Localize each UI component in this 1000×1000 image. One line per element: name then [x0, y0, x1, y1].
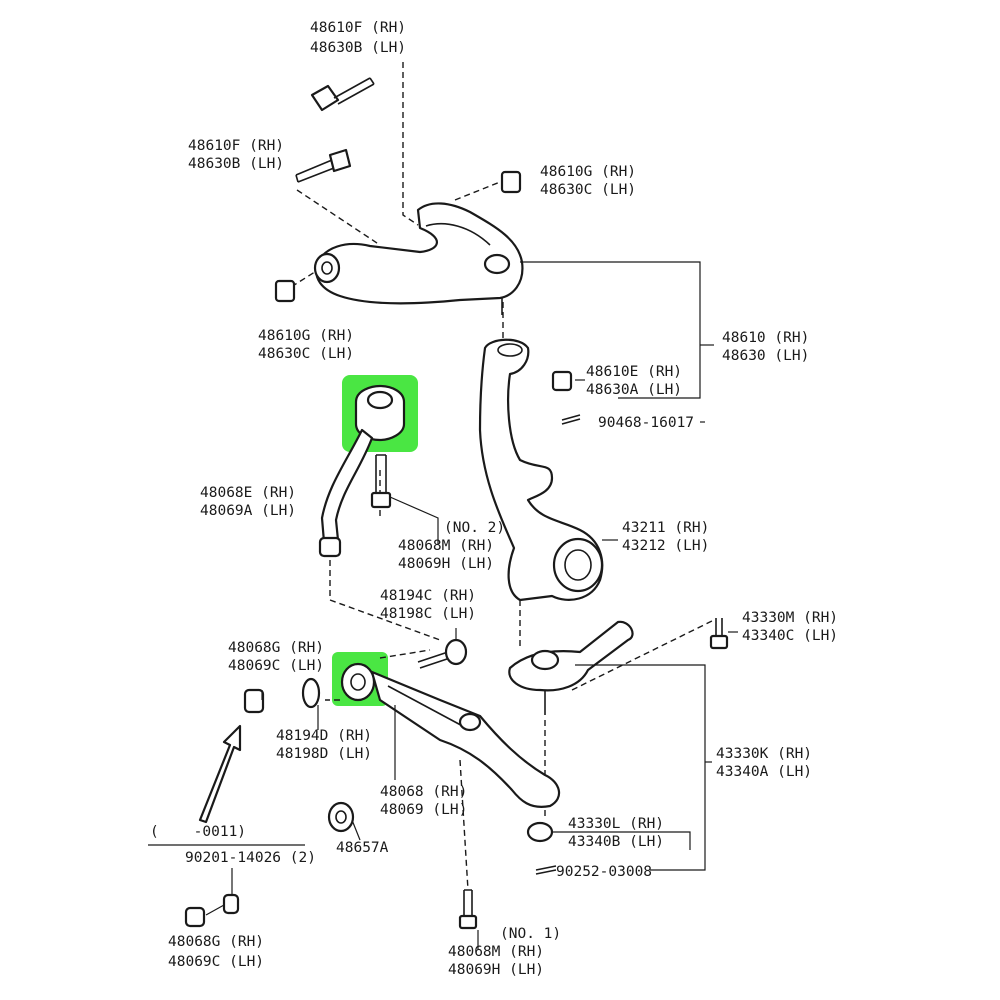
strut-rod	[318, 428, 374, 558]
label-castle-nut-lh: 48630A (LH)	[586, 382, 682, 398]
label-knuckle-lh: 43212 (LH)	[622, 538, 709, 554]
label-upper-nut-left-rh: 48610G (RH)	[258, 328, 354, 344]
label-bolt-no1-rh: 48068M (RH)	[448, 944, 544, 960]
label-cam-lh: 48198C (LH)	[380, 606, 476, 622]
label-lower-arm-lh: 48069 (LH)	[380, 802, 467, 818]
upper-control-arm	[313, 202, 524, 315]
label-nut-bottom-lh: 48069C (LH)	[168, 954, 264, 970]
lower-bushing-part	[340, 662, 376, 702]
cotter-pin-icon	[561, 414, 581, 425]
label-ball-joint-bolt-rh: 43330M (RH)	[742, 610, 838, 626]
steering-knuckle	[478, 338, 604, 602]
label-strut-rod-lh: 48069A (LH)	[200, 503, 296, 519]
label-cam-rh: 48194C (RH)	[380, 588, 476, 604]
label-bolt-no2-lh: 48069H (LH)	[398, 556, 494, 572]
upper-arm-bolt-top	[310, 77, 375, 112]
nut-bottom	[184, 906, 206, 928]
bushing-48657a-inner	[335, 810, 347, 824]
label-upper-nut-right-lh: 48630C (LH)	[540, 182, 636, 198]
label-ball-joint-bolt-lh: 43340C (LH)	[742, 628, 838, 644]
label-bj-pin: 90252-03008	[556, 864, 652, 880]
label-upper-arm-rh: 48610 (RH)	[722, 330, 809, 346]
label-bushing: 48657A	[336, 840, 389, 856]
label-nut-left-rh: 48068G (RH)	[228, 640, 324, 656]
label-upper-bolt-top-lh: 48630B (LH)	[310, 40, 406, 56]
label-upper-nut-left-lh: 48630C (LH)	[258, 346, 354, 362]
label-bolt-no2: (NO. 2)	[444, 520, 505, 536]
bolt-no1	[458, 889, 478, 930]
label-bolt-no1-lh: 48069H (LH)	[448, 962, 544, 978]
upper-arm-nut-right	[500, 170, 522, 194]
part-labels: 48610F (RH) 48630B (LH) 48610F (RH) 4863…	[150, 20, 838, 978]
forward-arrow-icon	[198, 724, 242, 824]
label-strut-rod-rh: 48068E (RH)	[200, 485, 296, 501]
label-upper-nut-right-rh: 48610G (RH)	[540, 164, 636, 180]
bolt-no2	[370, 454, 392, 509]
label-nut-left-lh: 48069C (LH)	[228, 658, 324, 674]
label-knuckle-rh: 43211 (RH)	[622, 520, 709, 536]
castle-nut	[551, 370, 573, 392]
label-bj-nut-lh: 43340B (LH)	[568, 834, 664, 850]
label-cotter-pin: 90468-16017	[598, 415, 694, 431]
label-bj-nut-rh: 43330L (RH)	[568, 816, 664, 832]
bushing-48657a	[327, 801, 355, 833]
leader-lines	[148, 261, 738, 950]
label-nut-bottom-rh: 48068G (RH)	[168, 934, 264, 950]
label-castle-nut-rh: 48610E (RH)	[586, 364, 682, 380]
bracket-washer	[222, 893, 240, 915]
nut-left	[243, 688, 265, 714]
label-lower-arm-rh: 48068 (RH)	[380, 784, 467, 800]
label-bracket-bolt: 90201-14026 (2)	[185, 850, 316, 866]
camber-cam-bolt	[417, 638, 468, 669]
ball-joint-nut	[526, 821, 554, 843]
upper-arm-nut-left	[274, 279, 296, 303]
cam-washer	[301, 677, 321, 709]
lower-control-arm	[370, 670, 561, 808]
label-upper-arm-lh: 48630 (LH)	[722, 348, 809, 364]
label-ball-joint-rh: 43330K (RH)	[716, 746, 812, 762]
label-applicability: ( -0011)	[150, 824, 246, 840]
label-washer-lh: 48198D (LH)	[276, 746, 372, 762]
label-bolt-no2-rh: 48068M (RH)	[398, 538, 494, 554]
ball-joint	[508, 620, 634, 715]
ball-joint-bolt	[709, 618, 729, 650]
label-upper-bolt-mid-lh: 48630B (LH)	[188, 156, 284, 172]
ball-joint-pin-icon	[535, 865, 557, 875]
label-upper-bolt-top-rh: 48610F (RH)	[310, 20, 406, 36]
label-ball-joint-lh: 43340A (LH)	[716, 764, 812, 780]
label-upper-bolt-mid-rh: 48610F (RH)	[188, 138, 284, 154]
label-washer-rh: 48194D (RH)	[276, 728, 372, 744]
label-bolt-no1: (NO. 1)	[500, 926, 561, 942]
upper-arm-bolt-middle	[295, 148, 352, 183]
